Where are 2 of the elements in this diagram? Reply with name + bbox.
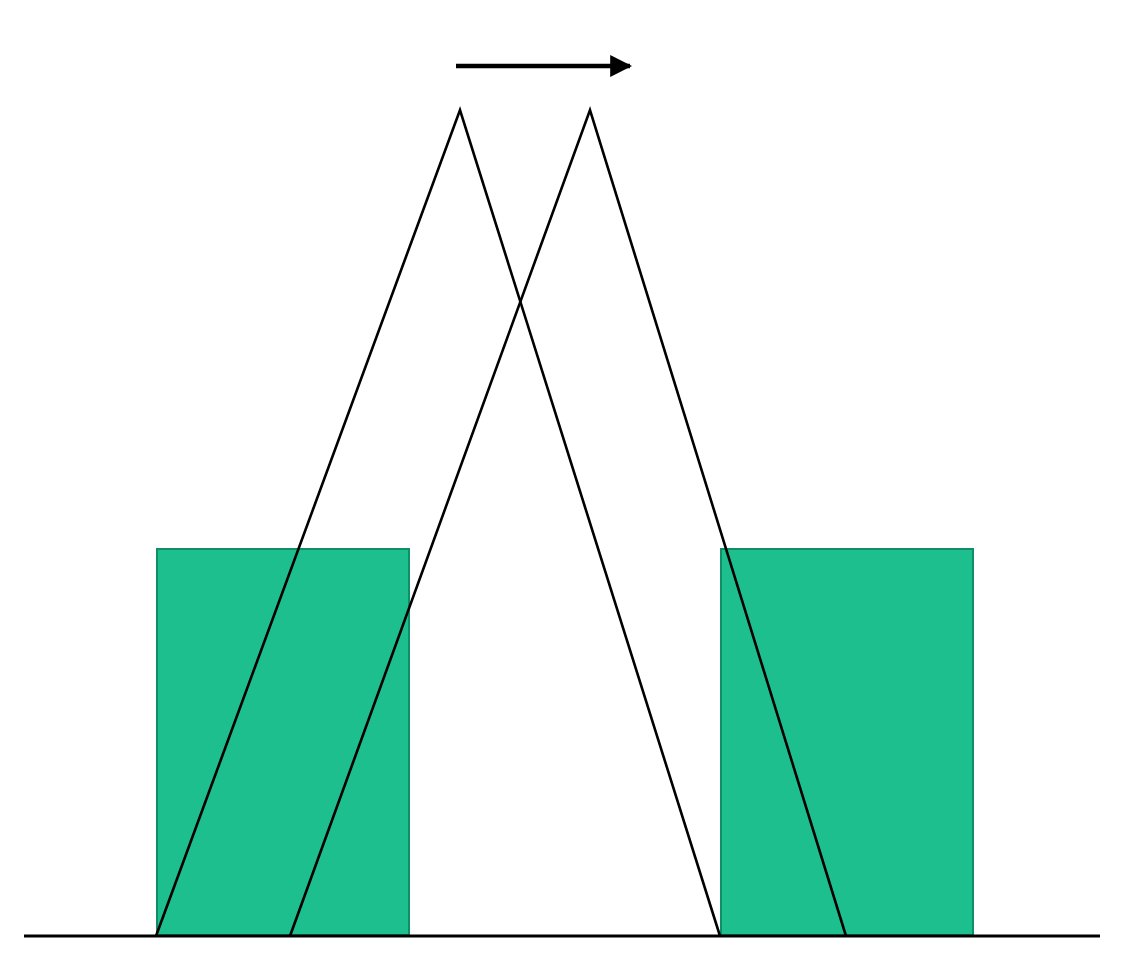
block [156, 548, 410, 936]
block [720, 548, 974, 936]
